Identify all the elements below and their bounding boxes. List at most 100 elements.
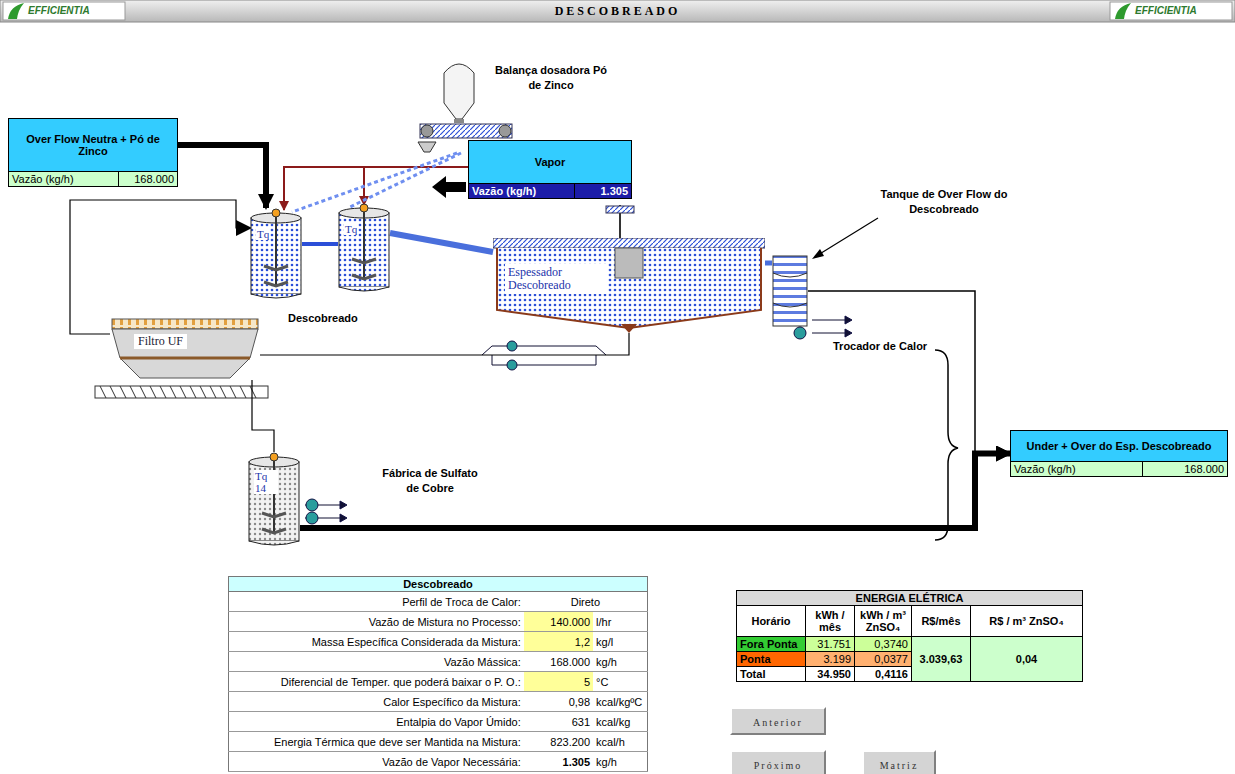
row-value: 0,98 [524, 692, 593, 712]
energy-cell: 0,3740 [855, 637, 912, 652]
overflow-tank: Tanque de Over Flow do Descobreado [772, 255, 808, 327]
table-row: Calor Específico da Mistura:0,98kcal/kgº… [229, 692, 648, 712]
energy-cell: 0,4116 [855, 667, 912, 682]
row-label: Perfil de Troca de Calor: [229, 592, 524, 612]
value-number: 168.000 [1143, 462, 1227, 476]
flow-connector [260, 333, 629, 355]
energy-table: ENERGIA ELÉTRICAHoráriokWh / mêskWh / m³… [736, 590, 1083, 682]
row-label: Massa Específica Considerada da Mistura: [229, 632, 524, 652]
flow-box: Under + Over do Esp. DescobreadoVazão (k… [1010, 430, 1228, 477]
row-value: 1.305 [524, 752, 593, 772]
energy-cell: Fora Ponta [737, 637, 806, 652]
shape-label: Espessador Descobreado [505, 264, 607, 294]
row-label: Calor Específico da Mistura: [229, 692, 524, 712]
row-unit: kcal/kg [593, 712, 647, 732]
energy-cell: 3.199 [806, 652, 855, 667]
nav-button: Anterior [730, 707, 826, 735]
thickener-drive [606, 205, 634, 240]
row-unit: kg/h [593, 752, 647, 772]
row-label: Entalpia do Vapor Úmido: [229, 712, 524, 732]
row-value: 5 [524, 672, 593, 692]
tank: Tq [250, 208, 302, 300]
box-heading: Vapor [469, 141, 631, 183]
table-title: Descobreado [229, 577, 648, 592]
energy-cell: Horário [737, 606, 806, 637]
row-label: Vazão de Vapor Necessária: [229, 752, 524, 772]
row-unit: °C [593, 672, 647, 692]
table-row: Energia Térmica que deve ser Mantida na … [229, 732, 648, 752]
row-value: 168.000 [524, 652, 593, 672]
row-label: Vazão Mássica: [229, 652, 524, 672]
button-label: Matriz [880, 760, 919, 771]
flow-connector [252, 380, 274, 452]
table-row: Vazão de Mistura no Processo:140.000l/hr [229, 612, 648, 632]
row-label: Vazão de Mistura no Processo: [229, 612, 524, 632]
thickener: Espessador Descobreado [493, 238, 765, 333]
table-row: ENERGIA ELÉTRICA [737, 591, 1083, 606]
table-row: Fora Ponta31.7510,37403.039,630,04 [737, 637, 1083, 652]
row-value: 140.000 [524, 612, 593, 632]
box-heading: Over Flow Neutra + Pó de Zinco [9, 119, 177, 171]
steam-arrow [432, 176, 466, 198]
row-value: 631 [524, 712, 593, 732]
row-label: Energia Térmica que deve ser Mantida na … [229, 732, 524, 752]
flow-connector [284, 167, 468, 210]
table-row: Entalpia do Vapor Úmido:631kcal/kg [229, 712, 648, 732]
nav-button: Próximo [730, 750, 826, 774]
flow-box: VaporVazão (kg/h)1.305 [468, 140, 632, 199]
row-value: 823.200 [524, 732, 593, 752]
value-row: Vazão (kg/h)1.305 [469, 183, 631, 198]
tank: Tq 14 [248, 452, 300, 547]
row-unit: l/hr [593, 612, 647, 632]
pump-set [305, 314, 852, 524]
filter: Filtro UF [110, 318, 260, 380]
nav-button: Matriz [862, 750, 936, 774]
flow-connector [808, 291, 1010, 454]
flow-connector [364, 167, 468, 205]
flow-connector [300, 454, 1010, 529]
flow-connector [292, 153, 457, 212]
row-unit: kcal/h [593, 732, 647, 752]
tank: Tq [338, 203, 390, 293]
value-number: 1.305 [575, 184, 631, 198]
header-bar [0, 0, 1235, 22]
energy-cell: R$/mês [912, 606, 971, 637]
shape-label: Tq [344, 223, 358, 235]
energy-cell: kWh / mês [806, 606, 855, 637]
energy-cell: 34.950 [806, 667, 855, 682]
row-value: Direto [524, 592, 648, 612]
energy-cell: kWh / m³ ZnSO₄ [855, 606, 912, 637]
screw-conveyor [95, 386, 268, 398]
button-label: Próximo [754, 760, 802, 771]
shape-label: Tq [256, 228, 270, 240]
energy-cell: 0,0377 [855, 652, 912, 667]
flow-connector [765, 261, 772, 266]
flow-box: Over Flow Neutra + Pó de ZincoVazão (kg/… [8, 118, 178, 187]
logo-text: EFFICIENTIA [1135, 5, 1197, 16]
row-unit: kg/l [593, 632, 647, 652]
energy-cell: R$ / m³ ZnSO₄ [971, 606, 1083, 637]
energy-cell: Total [737, 667, 806, 682]
table-row: Vazão Mássica:168.000kg/h [229, 652, 648, 672]
logo-text: EFFICIENTIA [28, 5, 90, 16]
dosing-scale: Balança dosadora Pó de Zinco [440, 55, 478, 123]
button-label: Anterior [753, 717, 803, 728]
table-row: Perfil de Troca de Calor:Direto [229, 592, 648, 612]
value-caption: Vazão (kg/h) [9, 172, 119, 186]
table-row: Descobreado [229, 577, 648, 592]
energy-cell: 3.039,63 [912, 637, 971, 682]
flow-connector [390, 233, 493, 252]
table-row: Diferencial de Temper. que poderá baixar… [229, 672, 648, 692]
table-row: HoráriokWh / mêskWh / m³ ZnSO₄R$/mêsR$ /… [737, 606, 1083, 637]
flow-connector [70, 200, 250, 334]
energy-cell: Ponta [737, 652, 806, 667]
flow-connector [178, 145, 266, 208]
equipment-label: Fábrica de Sulfato de Cobre [380, 466, 480, 496]
value-caption: Vazão (kg/h) [1011, 462, 1143, 476]
calc-table: DescobreadoPerfil de Troca de Calor:Dire… [228, 576, 648, 772]
bracket [935, 350, 958, 540]
value-number: 168.000 [119, 172, 177, 186]
table-row: Massa Específica Considerada da Mistura:… [229, 632, 648, 652]
equipment-label: Descobreado [288, 312, 358, 324]
flow-connector [302, 242, 338, 246]
